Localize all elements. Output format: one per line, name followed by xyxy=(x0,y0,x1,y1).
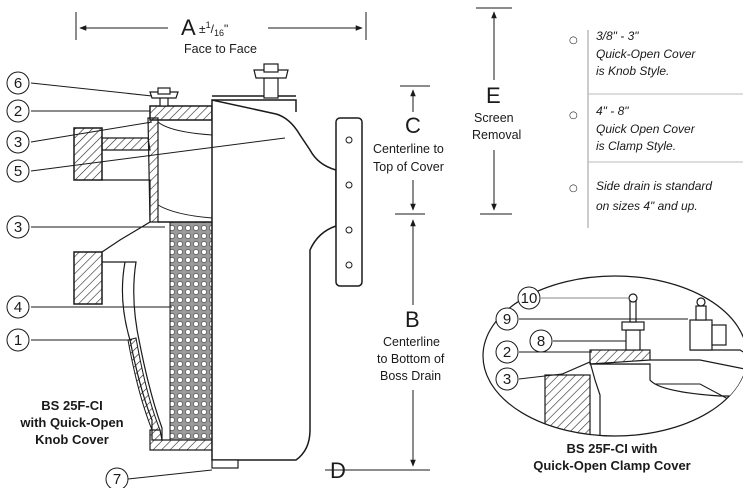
dimension-b-letter: B xyxy=(405,307,420,332)
callout-2: 2 xyxy=(6,99,30,123)
inset-detail xyxy=(482,275,743,437)
svg-text:3: 3 xyxy=(14,134,22,151)
dimension-e-note-2: Removal xyxy=(472,128,521,142)
svg-text:○: ○ xyxy=(569,183,578,194)
svg-text:4" - 8": 4" - 8" xyxy=(596,104,629,118)
note-3: ○ Side drain is standard on sizes 4" and… xyxy=(569,179,712,213)
dimension-d-letter: D xyxy=(330,458,346,483)
svg-text:2: 2 xyxy=(503,344,511,361)
dimension-b xyxy=(325,219,430,471)
dimension-a-note: Face to Face xyxy=(184,42,257,56)
svg-text:Quick-Open Cover: Quick-Open Cover xyxy=(596,47,696,61)
knob-right xyxy=(253,63,289,99)
svg-text:4: 4 xyxy=(14,299,22,316)
svg-text:is Knob Style.: is Knob Style. xyxy=(596,64,669,78)
callout-4: 4 xyxy=(6,295,30,319)
svg-text:10: 10 xyxy=(521,290,538,307)
svg-text:Quick Open Cover: Quick Open Cover xyxy=(596,122,696,136)
svg-text:3: 3 xyxy=(503,371,511,388)
svg-text:○: ○ xyxy=(569,35,578,46)
callout-7: 7 xyxy=(105,467,129,488)
caption-main-3: Knob Cover xyxy=(35,432,109,447)
svg-text:9: 9 xyxy=(503,311,511,328)
callout-inset-3: 3 xyxy=(495,367,519,391)
dimension-a xyxy=(75,12,367,40)
svg-text:8: 8 xyxy=(537,333,545,350)
caption-main-2: with Quick-Open xyxy=(19,415,123,430)
callout-inset-10: 10 xyxy=(517,286,541,310)
callout-3-upper: 3 xyxy=(6,130,30,154)
dimension-e-note-1: Screen xyxy=(474,111,514,125)
svg-text:is Clamp Style.: is Clamp Style. xyxy=(596,139,676,153)
caption-inset-1: BS 25F-CI with xyxy=(566,441,657,456)
dimension-e-letter: E xyxy=(486,83,501,108)
caption-main-1: BS 25F-CI xyxy=(41,398,102,413)
callout-inset-9: 9 xyxy=(495,307,519,331)
svg-text:3/8" - 3": 3/8" - 3" xyxy=(596,29,639,43)
dimension-e xyxy=(476,7,512,215)
svg-text:Side drain is standard: Side drain is standard xyxy=(596,179,712,193)
svg-text:2: 2 xyxy=(14,103,22,120)
callout-inset-2: 2 xyxy=(495,340,519,364)
svg-text:7: 7 xyxy=(113,471,121,488)
dimension-c-note-1: Centerline to xyxy=(373,142,444,156)
dimension-c-letter: C xyxy=(405,113,421,138)
svg-text:3: 3 xyxy=(14,219,22,236)
callout-inset-8: 8 xyxy=(529,329,553,353)
dimension-a-tolerance: ±1/16" xyxy=(199,20,228,38)
dimension-b-note-1: Centerline xyxy=(383,335,440,349)
caption-inset-2: Quick-Open Clamp Cover xyxy=(533,458,690,473)
svg-text:6: 6 xyxy=(14,75,22,92)
svg-text:5: 5 xyxy=(14,163,22,180)
callout-5: 5 xyxy=(6,159,30,183)
knob-left xyxy=(149,87,179,107)
svg-text:on sizes 4" and up.: on sizes 4" and up. xyxy=(596,199,698,213)
dimension-a-letter: A xyxy=(181,15,196,40)
dimension-b-note-2: to Bottom of xyxy=(377,352,445,366)
callouts-inset xyxy=(518,297,688,380)
strainer-body xyxy=(73,95,363,469)
note-2: ○ 4" - 8" Quick Open Cover is Clamp Styl… xyxy=(569,104,696,153)
dimension-b-note-3: Boss Drain xyxy=(380,369,441,383)
dimension-c-note-2: Top of Cover xyxy=(373,160,444,174)
dimension-c xyxy=(395,85,430,215)
callout-6: 6 xyxy=(6,71,30,95)
callout-1: 1 xyxy=(6,328,30,352)
svg-text:1: 1 xyxy=(14,332,22,349)
callouts-main xyxy=(30,82,286,480)
callout-3-lower: 3 xyxy=(6,215,30,239)
note-1: ○ 3/8" - 3" Quick-Open Cover is Knob Sty… xyxy=(569,29,696,78)
svg-text:○: ○ xyxy=(569,110,578,121)
